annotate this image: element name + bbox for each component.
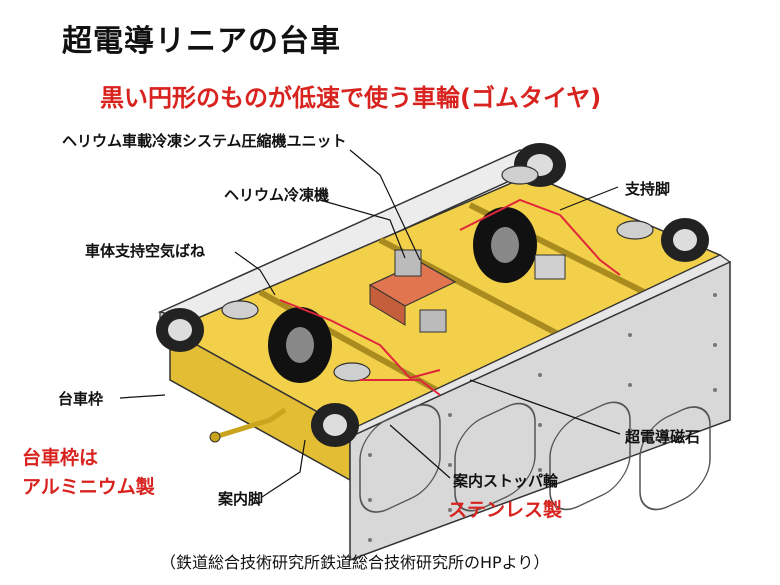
diagram-title: 超電導リニアの台車 bbox=[62, 24, 341, 59]
air-springs bbox=[221, 165, 654, 382]
leader-lines bbox=[119, 149, 621, 498]
corner-wheel-r bbox=[661, 218, 709, 262]
note-frame-material-line2: アルミニウム製 bbox=[22, 476, 155, 498]
guide-leg-bar bbox=[214, 407, 287, 440]
label-refrigerator: ヘリウム冷凍機 bbox=[224, 186, 330, 204]
rubber-tire-front bbox=[268, 307, 332, 383]
source-credit: （鉄道総合技術研究所鉄道総合技術研究所のHPより） bbox=[160, 553, 550, 572]
label-air-spring: 車体支持空気ばね bbox=[85, 242, 206, 260]
refrigerator-unit bbox=[534, 254, 566, 280]
label-guide-leg: 案内脚 bbox=[218, 490, 264, 508]
corner-wheel-l bbox=[156, 308, 204, 352]
note-frame-material: 台車枠は アルミニウム製 bbox=[22, 444, 155, 502]
cross-member bbox=[258, 289, 442, 395]
magnet-rivets bbox=[368, 293, 717, 542]
label-bogie-frame: 台車枠 bbox=[58, 390, 104, 408]
magnet-block-face bbox=[349, 260, 731, 562]
magnet-coils bbox=[359, 401, 711, 513]
refrigerator-unit bbox=[394, 249, 422, 277]
note-stopper-material: ステンレス製 bbox=[448, 499, 563, 521]
label-magnet: 超電導磁石 bbox=[625, 428, 701, 446]
red-wiring bbox=[279, 198, 621, 396]
note-frame-material-line1: 台車枠は bbox=[22, 447, 99, 469]
refrigerator-unit bbox=[419, 309, 447, 333]
label-stopper-wheel: 案内ストッパ輪 bbox=[453, 472, 559, 490]
rubber-tire-rear bbox=[473, 207, 537, 283]
diagram-subtitle: 黒い円形のものが低速で使う車輪(ゴムタイヤ) bbox=[100, 84, 602, 112]
label-support-leg: 支持脚 bbox=[625, 180, 671, 198]
label-compressor-unit: ヘリウム車載冷凍システム圧縮機ユニット bbox=[62, 132, 347, 150]
corner-wheel-bl bbox=[311, 403, 359, 447]
